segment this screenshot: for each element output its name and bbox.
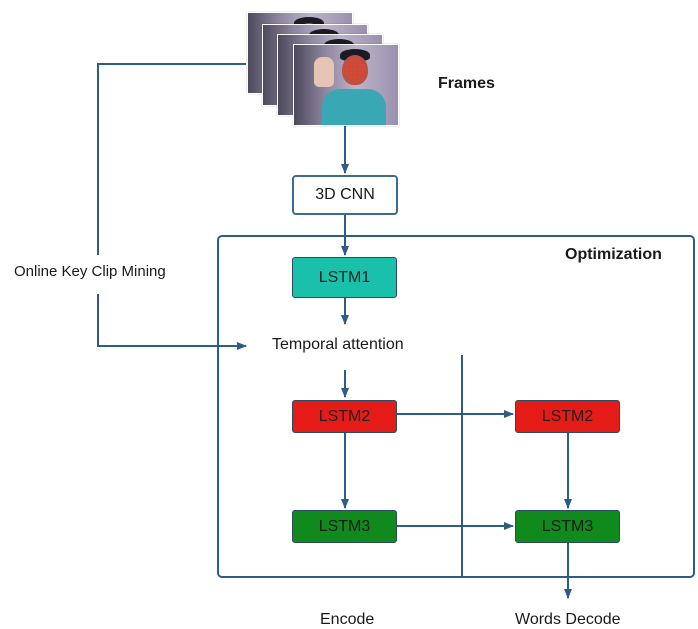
words-decode-label: Words Decode [515,611,621,628]
video-frame [293,44,399,126]
lstm2-decode-node: LSTM2 [515,400,620,433]
optimization-container [217,235,695,578]
cnn-node: 3D CNN [292,175,398,215]
optimization-label: Optimization [565,246,662,263]
temporal-attention-node: Temporal attention [272,336,404,353]
encode-label: Encode [320,611,375,628]
mining-path-bottom [97,294,247,350]
lstm3-encode-node: LSTM3 [292,510,397,543]
lstm1-node: LSTM1 [292,257,397,298]
online-key-clip-mining-label: Online Key Clip Mining [14,263,166,280]
mining-path-top [97,63,246,255]
frames-label: Frames [438,75,495,92]
lstm3-decode-node: LSTM3 [515,510,620,543]
lstm2-encode-node: LSTM2 [292,400,397,433]
